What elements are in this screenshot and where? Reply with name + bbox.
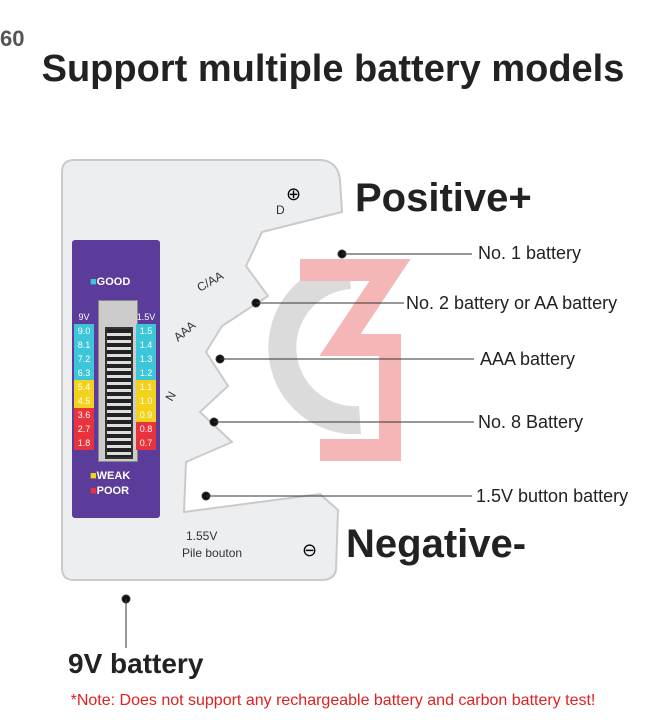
- scale-value: 6.3: [74, 366, 94, 380]
- label-pile-bouton: Pile bouton: [182, 546, 242, 560]
- scale-value: 1.8: [74, 436, 94, 450]
- positive-label: Positive+: [355, 176, 532, 220]
- weak-label: ■WEAK: [90, 470, 131, 482]
- scale-value: 1.0: [136, 394, 156, 408]
- minus-icon: ⊖: [302, 540, 317, 560]
- label-no2: No. 2 battery or AA battery: [406, 293, 618, 313]
- scale-value: 0.7: [136, 436, 156, 450]
- scale-value: 2.7: [74, 422, 94, 436]
- scale-value: 0.8: [136, 422, 156, 436]
- scale-value: 1.3: [136, 352, 156, 366]
- scale-value: 4.5: [74, 394, 94, 408]
- scale-value: 1.1: [136, 380, 156, 394]
- scale-value: 8.1: [74, 338, 94, 352]
- scale-value: 1.4: [136, 338, 156, 352]
- good-label: ■GOOD: [90, 276, 131, 288]
- label-155v: 1.55V: [186, 529, 217, 543]
- scale-value: 7.2: [74, 352, 94, 366]
- label-no8: No. 8 Battery: [478, 412, 584, 432]
- scale-value: 3.6: [74, 408, 94, 422]
- page-title: Support multiple battery models: [41, 48, 625, 90]
- label-aaa-battery: AAA battery: [480, 349, 576, 369]
- watermark: 60: [0, 26, 25, 51]
- brand-logo: [268, 259, 411, 461]
- label-no1: No. 1 battery: [478, 243, 582, 263]
- scale-value: 0.9: [136, 408, 156, 422]
- level-bar-display: [98, 300, 138, 462]
- label-9v: 9V battery: [68, 648, 204, 679]
- plus-icon: ⊕: [286, 184, 301, 204]
- scale-value: 1.2: [136, 366, 156, 380]
- poor-label: ■POOR: [90, 485, 130, 497]
- scale-value: 5.4: [74, 380, 94, 394]
- scale-value: 9.0: [74, 324, 94, 338]
- note: *Note: Does not support any rechargeable…: [70, 692, 596, 709]
- label-d: D: [276, 203, 285, 217]
- negative-label: Negative-: [346, 522, 527, 566]
- scale-value: 1.5: [136, 324, 156, 338]
- label-button: 1.5V button battery: [476, 486, 629, 506]
